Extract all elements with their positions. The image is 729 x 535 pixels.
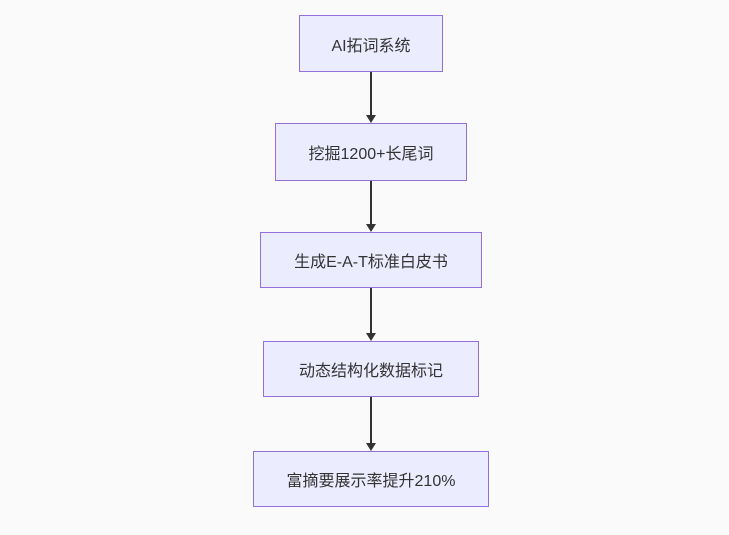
flow-node-rich-snippet-result: 富摘要展示率提升210% (253, 451, 489, 507)
flow-node-structured-data-markup: 动态结构化数据标记 (263, 341, 479, 397)
arrow-down-icon (366, 181, 376, 232)
arrow-down-icon (366, 72, 376, 123)
flow-node-ai-keyword-system: AI拓词系统 (299, 15, 443, 72)
flow-node-eat-whitepaper: 生成E-A-T标准白皮书 (260, 232, 482, 288)
arrow-down-icon (366, 397, 376, 451)
arrow-down-icon (366, 288, 376, 341)
flow-node-longtail-mining: 挖掘1200+长尾词 (275, 123, 467, 181)
